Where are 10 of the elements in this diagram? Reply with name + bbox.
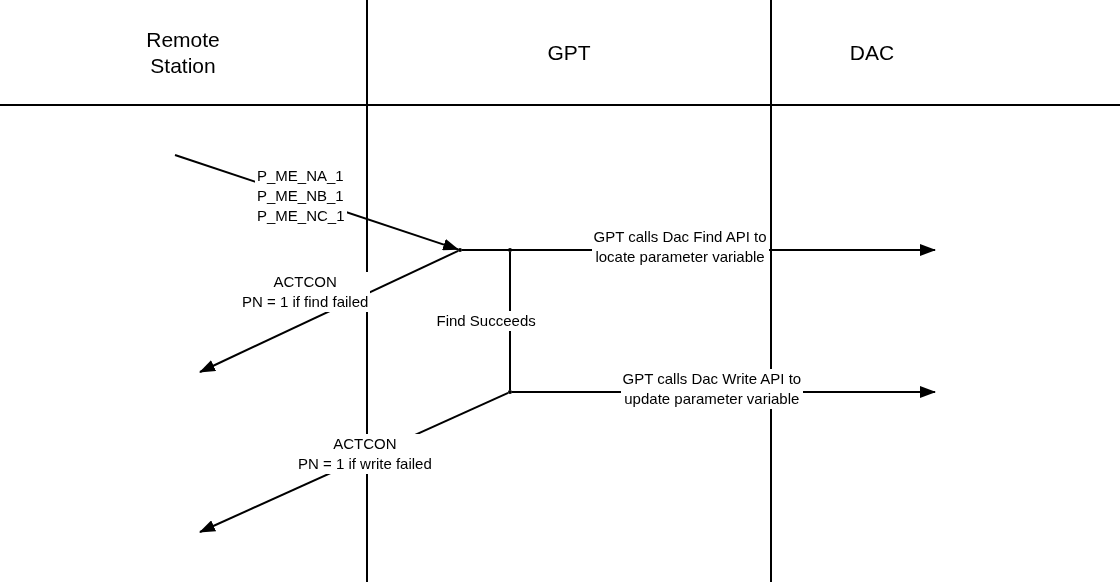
junction-point xyxy=(508,248,512,252)
edge-label: Find Succeeds xyxy=(434,311,538,331)
lane-title: DAC xyxy=(849,39,895,66)
lane-title: GPT xyxy=(547,39,591,66)
edge-label: ACTCON PN = 1 if find failed xyxy=(240,272,371,312)
lane-title: Remote Station xyxy=(145,26,221,79)
edge-label: ACTCON PN = 1 if write failed xyxy=(296,434,434,474)
junction-point xyxy=(458,248,462,252)
edge-label: GPT calls Dac Write API to update parameter variable xyxy=(620,369,804,409)
junction-point xyxy=(508,390,512,394)
